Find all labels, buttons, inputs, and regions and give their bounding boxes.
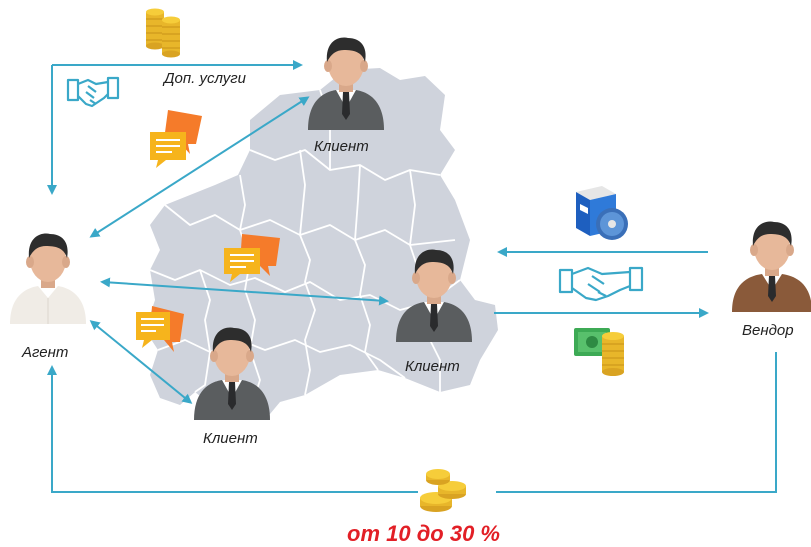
arrow-commission-loop	[496, 352, 777, 493]
chat-bubbles-icon-top	[150, 110, 202, 168]
vendor-avatar	[732, 221, 811, 312]
chat-bubbles-icon-bottom	[136, 306, 184, 352]
label-vendor: Вендор	[742, 322, 794, 339]
arrow-agent-top-client	[89, 96, 310, 238]
label-client-bottom: Клиент	[203, 430, 258, 447]
label-extra-services: Доп. услуги	[164, 70, 247, 87]
commission-percent: от 10 до 30 %	[347, 521, 500, 546]
software-box-icon	[576, 186, 628, 240]
handshake-icon	[66, 76, 120, 108]
label-client-top: Клиент	[314, 138, 369, 155]
cash-icon	[574, 328, 624, 376]
label-client-middle: Клиент	[405, 358, 460, 375]
coins-icon	[146, 8, 180, 58]
flow-arrows	[47, 60, 777, 493]
arrow-agent-middle-client	[100, 277, 389, 306]
agent-avatar	[10, 233, 86, 324]
label-agent: Агент	[22, 344, 69, 361]
gold-coins-icon	[420, 469, 466, 512]
chat-bubbles-icon-middle	[224, 234, 280, 282]
arrow-agent-bottom-client	[89, 320, 193, 404]
handshake-icon-vendor	[558, 266, 644, 302]
